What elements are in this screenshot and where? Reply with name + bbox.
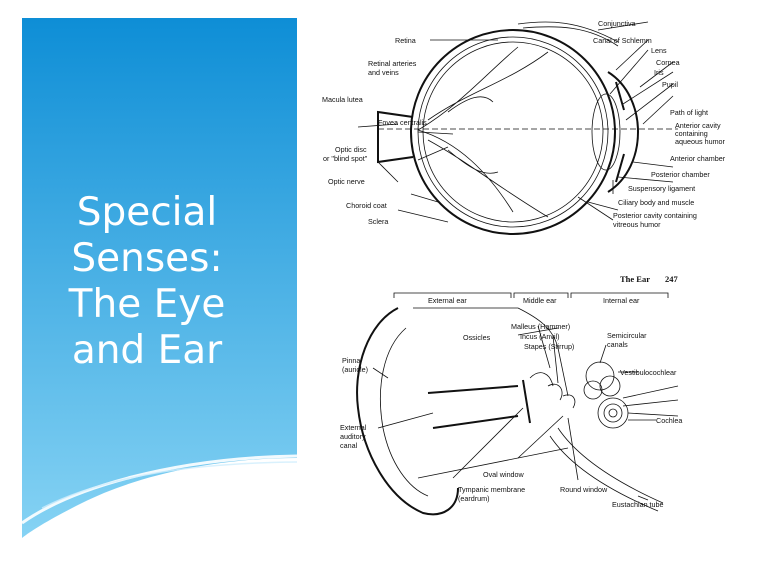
label-retinal-arteries: Retinal arteries: [368, 59, 417, 68]
label-stapes: Stapes (Stirrup): [524, 342, 574, 351]
label-semicircular-canals: canals: [607, 340, 628, 349]
retinal-vessels: [417, 46, 549, 218]
label-pupil: Pupil: [662, 80, 678, 89]
label-cornea: Cornea: [656, 58, 680, 67]
title-line: and Ear: [71, 328, 223, 373]
sclera-outline: [410, 29, 616, 235]
label-posterior-chamber: Posterior chamber: [651, 170, 710, 179]
label-malleus: Malleus (Hammer): [511, 322, 570, 331]
label-ossicles: Ossicles: [463, 333, 491, 342]
title-line: Senses:: [71, 236, 223, 281]
cochlea-shape: [597, 397, 629, 429]
label-suspensory-ligament: Suspensory ligament: [628, 184, 695, 193]
label-choroid-coat: Choroid coat: [346, 201, 387, 210]
label-oval-window: Oval window: [483, 470, 525, 479]
conjunctiva-fibers: [517, 21, 619, 47]
label-auditory: auditory: [340, 432, 366, 441]
label-eustachian-tube: Eustachian tube: [612, 500, 664, 509]
label-macula-lutea: Macula lutea: [322, 95, 363, 104]
label-iris: Iris: [654, 68, 664, 77]
page-number: 247: [665, 274, 679, 284]
lens-shape: [591, 93, 621, 171]
label-fovea-centralis: Fovea centralis: [378, 118, 427, 127]
eardrum-shape: [522, 379, 531, 424]
title-line: The Eye: [68, 282, 226, 327]
label-optic-disc: Optic disc: [335, 145, 367, 154]
label-canal-of-schlemm: Canal of Schlemm: [593, 36, 652, 45]
optic-nerve-shape: [377, 110, 414, 164]
eustachian-tube-shape: [549, 427, 664, 512]
eye-diagram: Conjunctiva Retina Canal of Schlemm Lens…: [322, 19, 726, 235]
title-panel: Special Senses: The Eye and Ear: [22, 18, 297, 576]
cornea-shape: [607, 71, 639, 193]
label-conjunctiva: Conjunctiva: [598, 19, 636, 28]
label-auricle: (auricle): [342, 365, 368, 374]
section-internal-ear: Internal ear: [603, 296, 640, 305]
label-retinal-veins: and veins: [368, 68, 399, 77]
label-optic-nerve: Optic nerve: [328, 177, 365, 186]
title-panel-background: [22, 18, 297, 538]
pinna-shape: [356, 307, 459, 516]
label-incus: Incus (Anvil): [520, 332, 560, 341]
slide-title: Special Senses: The Eye and Ear: [22, 190, 272, 374]
label-anterior-chamber: Anterior chamber: [670, 154, 726, 163]
iris-shape: [615, 81, 625, 183]
label-canal: canal: [340, 441, 358, 450]
label-ciliary-body: Ciliary body and muscle: [618, 198, 694, 207]
label-semicircular: Semicircular: [607, 331, 647, 340]
ossicles-shape: [529, 372, 576, 409]
label-retina: Retina: [395, 36, 416, 45]
label-pinna: Pinna: [342, 356, 360, 365]
label-blind-spot: or "blind spot": [323, 154, 368, 163]
choroid-outline: [417, 36, 609, 228]
label-aqueous-humor: aqueous humor: [675, 137, 726, 146]
label-lens: Lens: [651, 46, 667, 55]
external-canal-shape: [427, 385, 519, 429]
label-round-window: Round window: [560, 485, 608, 494]
label-path-of-light: Path of light: [670, 108, 708, 117]
page-header: The Ear: [620, 274, 650, 284]
label-vestibulocochlear: Vestibulocochlear: [620, 368, 677, 377]
ear-diagram: The Ear 247 External ear Middle ear Inte…: [340, 274, 682, 516]
title-line: Special: [76, 190, 218, 235]
section-external-ear: External ear: [428, 296, 467, 305]
section-brackets: [393, 292, 669, 298]
label-anterior-cavity: Anterior cavity: [675, 121, 721, 130]
label-sclera: Sclera: [368, 217, 388, 226]
label-eardrum: (eardrum): [458, 494, 490, 503]
label-anterior-cavity-containing: containing: [675, 129, 708, 138]
section-middle-ear: Middle ear: [523, 296, 557, 305]
label-vitreous-humor: vitreous humor: [613, 220, 661, 229]
label-cochlea: Cochlea: [656, 416, 682, 425]
label-posterior-cavity: Posterior cavity containing: [613, 211, 697, 220]
label-tympanic-membrane: Tympanic membrane: [458, 485, 525, 494]
label-external: External: [340, 423, 367, 432]
